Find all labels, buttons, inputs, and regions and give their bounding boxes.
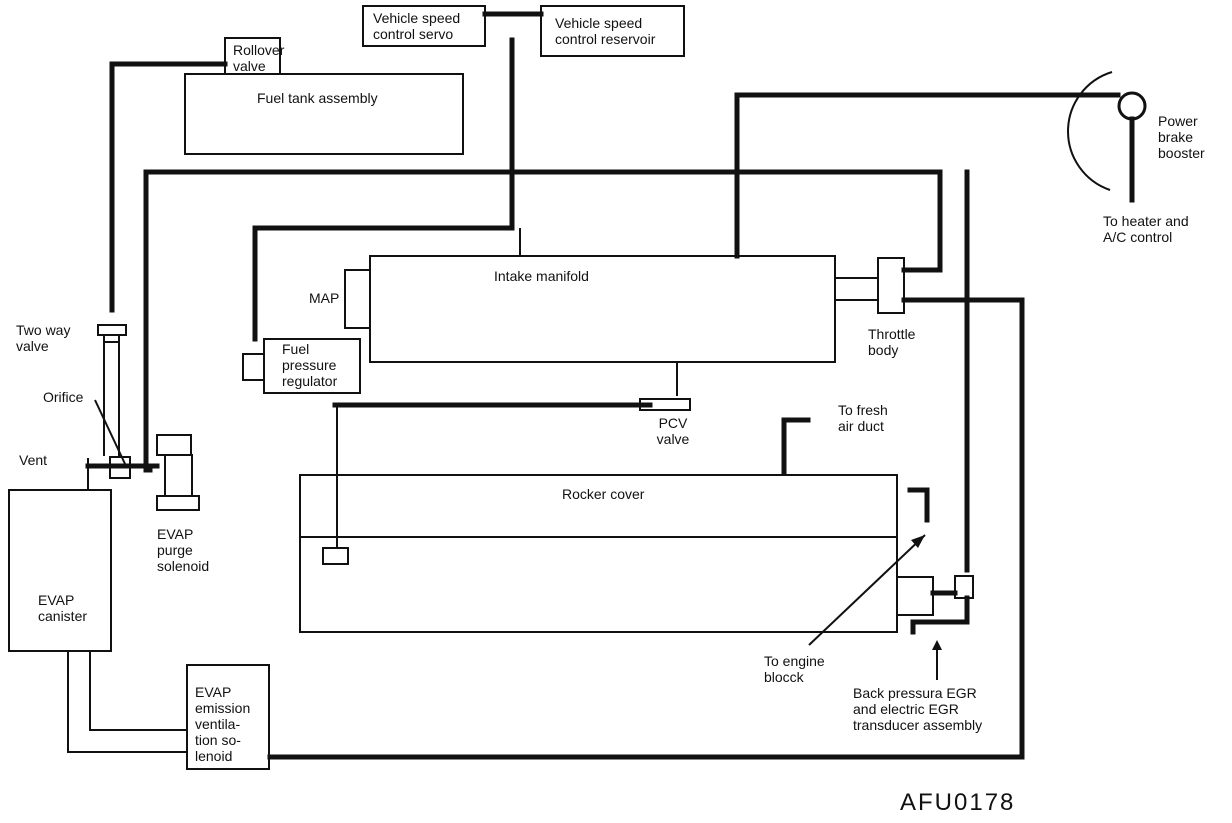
rocker-cover-box <box>299 474 898 538</box>
fuel-tank-assembly-label: Fuel tank assembly <box>257 90 378 106</box>
egr-valve-box <box>896 576 934 616</box>
evap-canister-label: EVAP canister <box>38 592 88 624</box>
vehicle-speed-control-reservoir-label: Vehicle speed control reservoir <box>555 15 656 47</box>
intake-manifold-label: Intake manifold <box>494 268 589 284</box>
vent-label: Vent <box>19 452 48 468</box>
evap-canister-box <box>8 489 112 652</box>
thin-hoses <box>67 228 878 753</box>
vehicle-speed-control-reservoir-box <box>540 5 685 57</box>
evap-emission-ventilation-solenoid-box <box>186 664 270 770</box>
to-engine-block-label: To engine blocck <box>764 653 825 685</box>
vehicle-speed-control-servo-box <box>362 5 486 47</box>
evap-purge-solenoid-shape <box>156 434 200 511</box>
map-sensor-box <box>344 269 371 329</box>
pointer-arrows <box>94 399 942 680</box>
vacuum-hoses <box>85 11 1121 760</box>
orifice-label: Orifice <box>43 389 84 405</box>
egr-transducer-box <box>954 575 974 599</box>
evap-emission-ventilation-solenoid-label: EVAP emission ventila- tion so- lenoid <box>195 684 251 764</box>
to-fresh-air-duct-label: To fresh air duct <box>838 402 888 434</box>
to-heater-ac-control-label: To heater and A/C control <box>1103 213 1189 245</box>
map-label: MAP <box>309 290 340 306</box>
fuel-pressure-regulator-label: Fuel pressure regulator <box>282 341 338 389</box>
power-brake-booster-shape <box>1067 71 1147 203</box>
power-brake-booster-label: Power brake booster <box>1158 113 1205 161</box>
intake-manifold-box <box>369 255 836 363</box>
pcv-valve-label: PCV valve <box>656 415 690 447</box>
back-pressure-egr-label: Back pressura EGR and electric EGR trans… <box>853 685 983 733</box>
fuel-pressure-regulator-box <box>263 338 361 394</box>
rocker-cover-label: Rocker cover <box>562 486 645 502</box>
pcv-grommet <box>322 547 349 565</box>
vehicle-speed-control-servo-label: Vehicle speed control servo <box>373 10 461 42</box>
engine-block-box <box>299 536 898 633</box>
rollover-valve-label: Rollover valve <box>233 42 285 74</box>
fuel-pressure-regulator-port <box>242 353 265 381</box>
throttle-body-label: Throttle body <box>868 326 916 358</box>
evap-purge-solenoid-label: EVAP purge solenoid <box>157 526 210 574</box>
throttle-body-box <box>877 257 905 314</box>
two-way-valve-label: Two way valve <box>16 322 71 354</box>
fuel-tank-box <box>184 73 464 155</box>
figure-code-label: AFU0178 <box>900 789 1016 816</box>
